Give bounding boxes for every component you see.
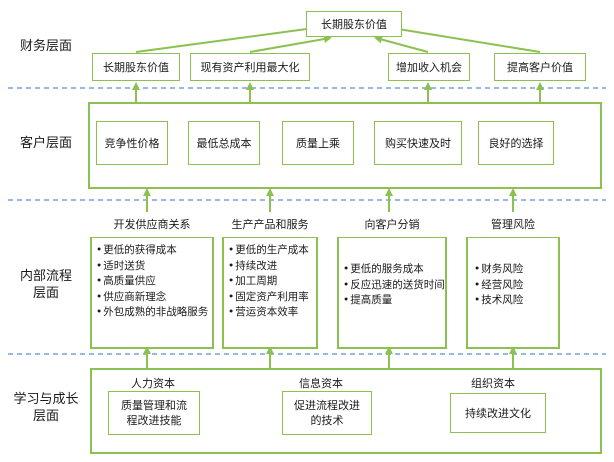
layer-label-finance: 财务层面 bbox=[19, 39, 72, 54]
list-item: 营运资本效率 bbox=[228, 305, 320, 321]
arrow-line bbox=[135, 24, 316, 53]
internal-column-title: 生产产品和服务 bbox=[222, 212, 318, 238]
layer-label-customer: 客户层面 bbox=[19, 136, 72, 151]
list-item: 更低的获得成本 bbox=[96, 243, 214, 259]
internal-column-title: 向客户分销 bbox=[337, 212, 447, 238]
finance-item: 提高客户价值 bbox=[494, 53, 586, 81]
internal-column-title: 管理风险 bbox=[466, 212, 560, 238]
learning-title: 人力资本 bbox=[131, 377, 175, 390]
internal-column-title: 开发供应商关系 bbox=[90, 212, 214, 238]
internal-column-list: 财务风险 经营风险 技术风险 bbox=[474, 262, 560, 309]
list-item: 固定资产利用率 bbox=[228, 290, 320, 306]
list-item: 高质量供应 bbox=[96, 274, 214, 290]
internal-column-list: 更低的获得成本 适时送货 高质量供应 供应商新理念 外包成熟的非战略服务 bbox=[96, 243, 214, 321]
customer-item: 良好的选择 bbox=[478, 121, 554, 165]
list-item: 技术风险 bbox=[474, 293, 560, 309]
list-item: 适时送货 bbox=[96, 259, 214, 275]
arrow-line bbox=[374, 35, 429, 53]
list-item: 经营风险 bbox=[474, 278, 560, 294]
list-item: 更低的生产成本 bbox=[228, 243, 320, 259]
finance-item: 增加收入机会 bbox=[388, 53, 470, 81]
learning-box: 质量管理和流 程改进技能 bbox=[108, 391, 200, 435]
list-item: 加工周期 bbox=[228, 274, 320, 290]
finance-top-box: 长期股东价值 bbox=[306, 11, 402, 37]
list-item: 持续改进 bbox=[228, 259, 320, 275]
arrow-line bbox=[390, 25, 541, 53]
customer-item: 购买快速及时 bbox=[374, 121, 462, 165]
list-item: 提高质量 bbox=[343, 293, 449, 309]
list-item: 供应商新理念 bbox=[96, 290, 214, 306]
learning-box: 持续改进文化 bbox=[450, 393, 546, 433]
list-item: 更低的服务成本 bbox=[343, 262, 449, 278]
customer-item: 竞争性价格 bbox=[96, 121, 168, 165]
layer-label-internal: 内部流程 层面 bbox=[19, 269, 72, 301]
learning-title: 信息资本 bbox=[299, 377, 343, 390]
customer-item: 质量上乘 bbox=[282, 121, 354, 165]
customer-item: 最低总成本 bbox=[188, 121, 260, 165]
learning-box: 促进流程改进 的技术 bbox=[282, 391, 372, 435]
list-item: 财务风险 bbox=[474, 262, 560, 278]
finance-item: 长期股东价值 bbox=[92, 53, 180, 81]
arrow-line bbox=[249, 35, 332, 53]
list-item: 反应迅速的送货时间 bbox=[343, 278, 449, 294]
layer-label-learning: 学习与成长 层面 bbox=[13, 392, 79, 424]
learning-title: 组织资本 bbox=[471, 377, 515, 390]
internal-column-list: 更低的服务成本 反应迅速的送货时间 提高质量 bbox=[343, 262, 449, 309]
internal-column-list: 更低的生产成本 持续改进 加工周期 固定资产利用率 营运资本效率 bbox=[228, 243, 320, 321]
list-item: 外包成熟的非战略服务 bbox=[96, 305, 214, 321]
finance-item: 现有资产利用最大化 bbox=[190, 53, 310, 81]
